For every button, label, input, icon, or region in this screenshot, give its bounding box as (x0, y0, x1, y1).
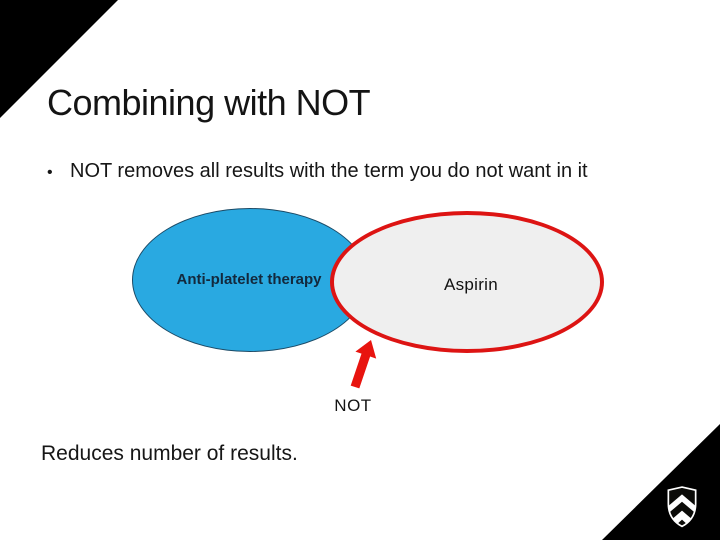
venn-right-label: Aspirin (443, 275, 499, 294)
conclusion-text: Reduces number of results. (41, 442, 298, 465)
crest-chevron-lower (671, 510, 693, 526)
not-arrow-shape (350, 340, 377, 389)
not-arrow-icon (350, 340, 377, 389)
bullet-text: NOT removes all results with the term yo… (70, 160, 588, 182)
corner-triangle-bottom-right (602, 424, 720, 540)
venn-right-ellipse (330, 211, 604, 353)
corner-triangle-top-left (0, 0, 118, 118)
shield-crest-icon (667, 486, 697, 528)
venn-left-label: Anti-platelet therapy (176, 271, 322, 288)
slide-title: Combining with NOT (47, 82, 371, 123)
bullet-item: • NOT removes all results with the term … (47, 160, 687, 183)
not-operator-label: NOT (334, 396, 372, 415)
bullet-marker: • (47, 164, 53, 181)
crest-chevron-upper (668, 494, 696, 514)
